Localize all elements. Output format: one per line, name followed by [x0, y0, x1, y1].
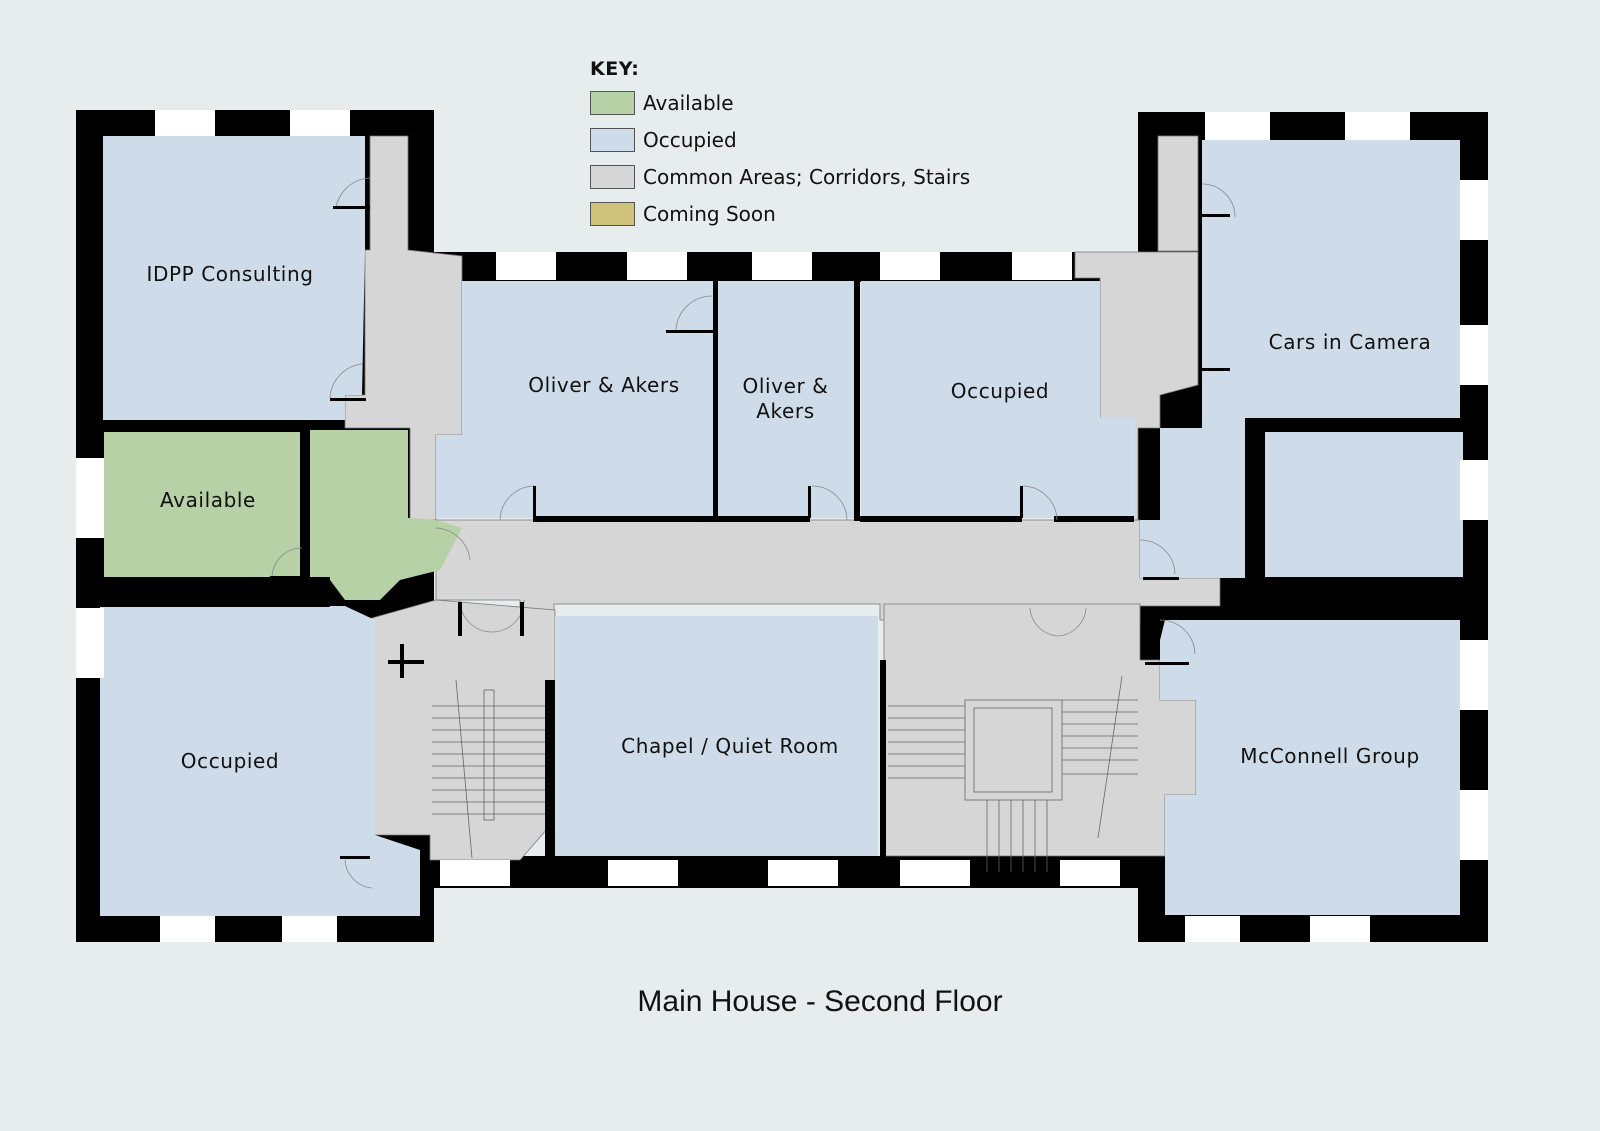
room-available[interactable]: [104, 432, 300, 577]
room-oliver-akers-large[interactable]: [436, 281, 713, 518]
room-idpp-consulting[interactable]: [103, 136, 365, 420]
legend-label: Coming Soon: [643, 201, 776, 226]
legend-label: Occupied: [643, 127, 737, 152]
label-oliver-akers-large: Oliver & Akers: [528, 373, 680, 397]
legend-item-available: Available: [590, 84, 970, 121]
legend-title: KEY:: [590, 58, 640, 80]
legend-item-occupied: Occupied: [590, 121, 970, 158]
label-idpp-consulting: IDPP Consulting: [146, 262, 314, 286]
room-mcconnell-group[interactable]: [1160, 620, 1460, 915]
room-right-small[interactable]: [1265, 432, 1463, 577]
label-occupied-center: Occupied: [950, 379, 1050, 403]
legend-item-coming-soon: Coming Soon: [590, 195, 970, 232]
label-available: Available: [160, 488, 256, 512]
swatch-occupied: [590, 127, 635, 152]
swatch-common: [590, 164, 635, 189]
label-line: Oliver &: [742, 374, 829, 398]
room-occupied-center[interactable]: [861, 281, 1135, 518]
stairs-right: [888, 675, 1138, 872]
label-occupied-lower-left: Occupied: [180, 749, 280, 773]
legend-label: Common Areas; Corridors, Stairs: [643, 164, 971, 189]
room-cars-in-camera[interactable]: [1202, 140, 1460, 430]
label-mcconnell-group: McConnell Group: [1240, 744, 1420, 768]
label-oliver-akers-small: Oliver & Akers: [717, 374, 854, 424]
room-chapel[interactable]: [555, 616, 878, 856]
available-rooms: [104, 430, 462, 600]
legend-item-common: Common Areas; Corridors, Stairs: [590, 158, 970, 195]
legend: KEY: Available Occupied Common Areas; Co…: [590, 58, 970, 232]
page-title: Main House - Second Floor: [637, 985, 1003, 1018]
swatch-available: [590, 90, 635, 115]
windows: [76, 110, 1488, 942]
room-occupied-lower-left[interactable]: [100, 606, 420, 916]
label-cars-in-camera: Cars in Camera: [1268, 330, 1432, 354]
occupied-rooms: [100, 136, 1463, 916]
swatch-coming-soon: [590, 201, 635, 226]
room-oliver-akers-small[interactable]: [717, 281, 854, 518]
stairs-left: [432, 679, 545, 859]
label-line: Akers: [756, 399, 815, 423]
label-chapel: Chapel / Quiet Room: [621, 734, 839, 758]
legend-label: Available: [643, 90, 734, 115]
